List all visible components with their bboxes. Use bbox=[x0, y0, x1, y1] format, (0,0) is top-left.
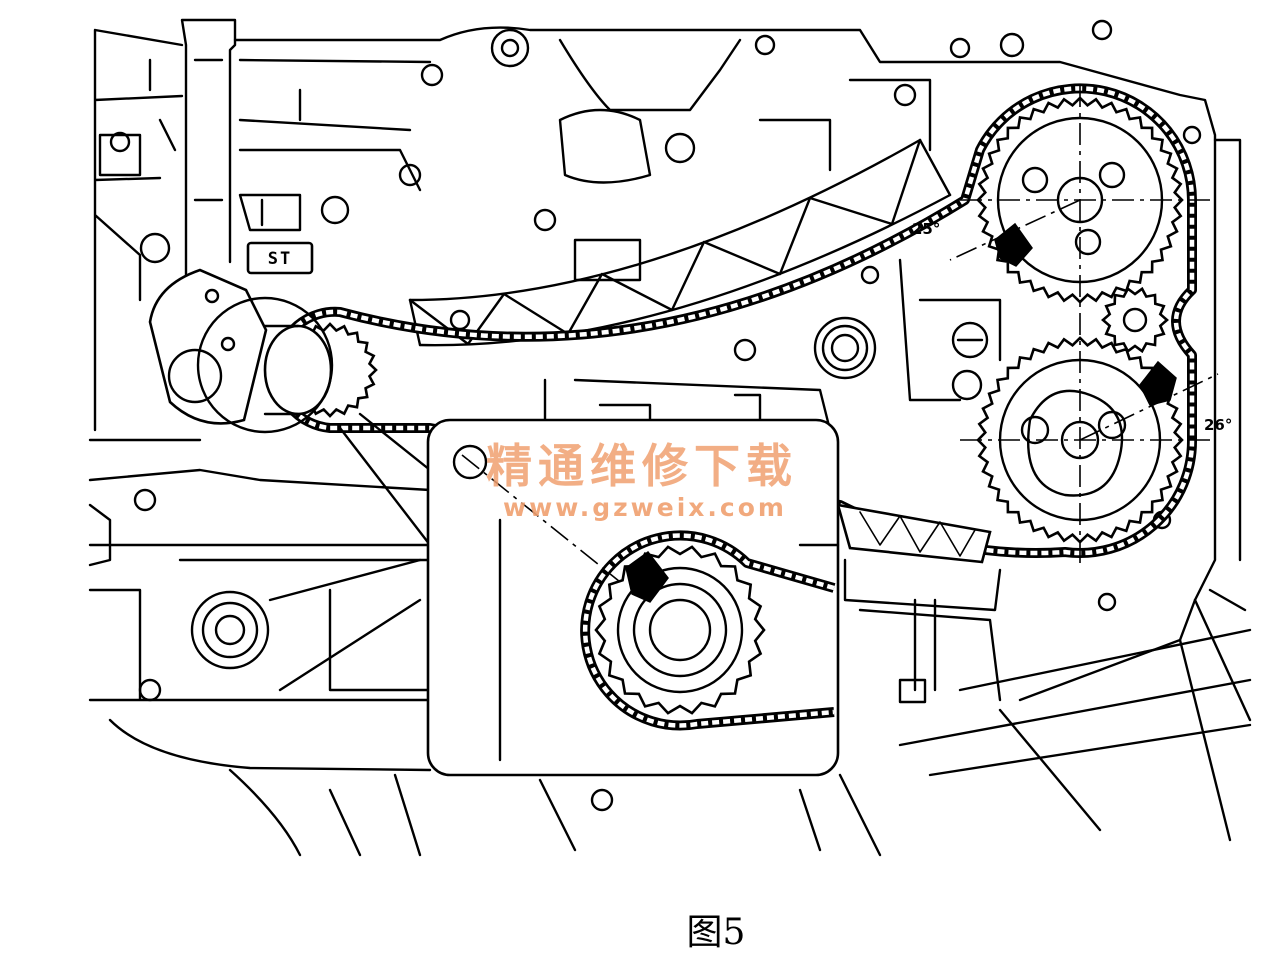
bolt bbox=[490, 28, 530, 68]
idler-sprocket-teeth bbox=[1101, 286, 1169, 354]
left-block-ribs bbox=[98, 58, 177, 177]
lower-cam-cam-lobe bbox=[1026, 389, 1124, 497]
tool-st-label: ST bbox=[268, 249, 292, 269]
chain-guide-end bbox=[408, 138, 952, 347]
lower-left-band bbox=[88, 438, 432, 772]
inset-crank-sprocket-rim bbox=[616, 566, 744, 694]
upper-cam-bolt bbox=[1098, 161, 1126, 189]
left-block-edge bbox=[93, 28, 184, 432]
chain-guide-pivot bbox=[449, 309, 471, 331]
bolt bbox=[109, 131, 131, 153]
upper-cam-bolt bbox=[1021, 166, 1049, 194]
inset-crank-bore bbox=[648, 598, 712, 662]
tool-lever-pin bbox=[220, 336, 236, 352]
bolt bbox=[420, 63, 444, 87]
idler-sprocket-hub bbox=[1122, 307, 1148, 333]
bolt bbox=[398, 163, 422, 187]
tool-lever-pin bbox=[204, 288, 220, 304]
tool-st-label-box bbox=[246, 241, 314, 275]
reference-lines: 25° 26° bbox=[912, 85, 1232, 565]
inset-detail bbox=[338, 412, 840, 777]
lower-cam-timing-mark bbox=[1139, 360, 1177, 406]
lower-angle-line bbox=[1079, 373, 1219, 441]
watermark-title: 精通维修下载 bbox=[486, 439, 798, 493]
bolt bbox=[320, 195, 350, 225]
callout-leader-line bbox=[338, 426, 432, 547]
tensioner-rod bbox=[898, 598, 937, 704]
crank-shaft-body bbox=[263, 324, 300, 416]
top-cover-inner bbox=[238, 38, 742, 192]
tool-lever-hole bbox=[167, 348, 223, 404]
chain-guide-truss bbox=[408, 138, 922, 346]
bolt bbox=[1097, 592, 1117, 612]
right-side-edge bbox=[1208, 138, 1247, 612]
upper-angle-label: 25° bbox=[912, 220, 940, 238]
mid-housing bbox=[543, 258, 1002, 432]
bolt bbox=[500, 38, 520, 58]
tool-handle-detail bbox=[193, 58, 224, 202]
bolt bbox=[951, 369, 983, 401]
bolt bbox=[951, 321, 989, 359]
seal-ring bbox=[813, 316, 877, 380]
bolt bbox=[139, 232, 171, 264]
lower-left-strut bbox=[88, 503, 422, 692]
bolt bbox=[893, 83, 917, 107]
bolt bbox=[754, 34, 776, 56]
top-cover-edge bbox=[233, 26, 1217, 702]
special-tool: ST bbox=[148, 18, 314, 425]
lower-left-large-bolt bbox=[214, 614, 246, 646]
watermark-url: www.gzweix.com bbox=[503, 493, 787, 522]
chain-guide-upper-edge bbox=[408, 138, 922, 302]
tool-handle bbox=[180, 18, 237, 292]
lower-cam-bolt bbox=[1020, 415, 1050, 445]
lower-left-large-bolt bbox=[190, 590, 270, 670]
bolt bbox=[999, 32, 1025, 58]
lower-angle-label: 26° bbox=[1204, 416, 1232, 434]
upper-angle-line bbox=[949, 199, 1081, 261]
engine-outline bbox=[88, 26, 1252, 857]
tool-bracket bbox=[238, 193, 302, 232]
center-housing bbox=[558, 78, 932, 282]
bolt bbox=[860, 265, 880, 285]
upper-cam-bolt bbox=[1074, 228, 1102, 256]
tensioner-truss bbox=[859, 511, 976, 557]
bolt bbox=[590, 788, 614, 812]
bolt bbox=[533, 208, 557, 232]
inset-chain-links bbox=[582, 533, 835, 728]
bolt bbox=[821, 324, 869, 372]
bolt bbox=[830, 333, 860, 363]
inset-frame-inner-edge bbox=[498, 518, 840, 762]
bolt bbox=[664, 132, 696, 164]
callout-leader-line bbox=[358, 412, 432, 472]
watermark: 精通维修下载 www.gzweix.com bbox=[486, 439, 798, 522]
detail-callout-circle bbox=[196, 296, 334, 434]
bolt bbox=[138, 678, 162, 702]
bolt bbox=[1091, 19, 1113, 41]
lower-cam-bolt bbox=[1097, 410, 1127, 440]
bolt bbox=[949, 37, 971, 59]
tensioner-body bbox=[843, 558, 1002, 612]
tool-lever-plate bbox=[148, 268, 268, 425]
bottom-curves bbox=[228, 768, 882, 857]
bolt bbox=[133, 488, 157, 512]
bolts bbox=[109, 19, 1202, 812]
bolt bbox=[1182, 125, 1202, 145]
chain-guide bbox=[408, 138, 952, 347]
idler-sprocket bbox=[1101, 286, 1169, 354]
inset-crank-timing-mark bbox=[625, 550, 669, 603]
inset-crank-hub bbox=[632, 582, 728, 678]
crank-sprocket-area bbox=[263, 322, 378, 418]
chain-tensioner bbox=[836, 503, 1002, 704]
figure-caption: 图5 bbox=[687, 912, 746, 953]
inset-reference-bolt bbox=[452, 444, 488, 480]
lower-left-large-bolt bbox=[201, 601, 259, 659]
right-lower-structure bbox=[858, 598, 1252, 842]
bolt bbox=[733, 338, 757, 362]
